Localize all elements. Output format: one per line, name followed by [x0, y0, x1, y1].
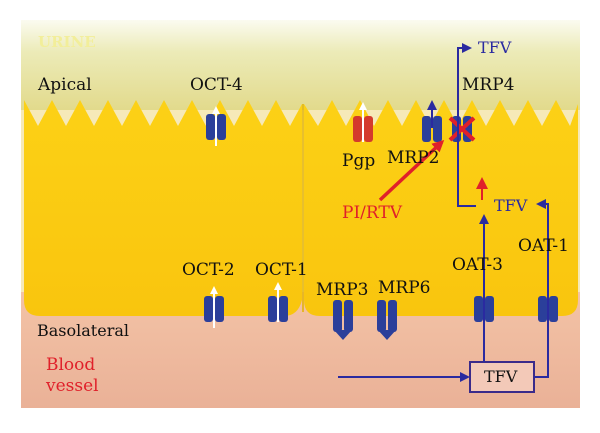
pi-rtv-inhibition-arrow	[378, 139, 445, 202]
oat1-label: OAT-1	[518, 236, 569, 256]
pgp-transporter	[353, 102, 373, 142]
mrp4-efflux-path	[457, 43, 476, 207]
oct1-transporter	[268, 282, 288, 322]
urine-lumen	[21, 20, 580, 110]
mrp2-transporter	[422, 100, 442, 142]
oct1-label: OCT-1	[255, 260, 308, 280]
blood-label: Blood	[46, 355, 96, 375]
oat3-label: OAT-3	[452, 255, 503, 275]
tfv-urine-label: TFV	[478, 38, 512, 57]
oat1-uptake-arrow	[534, 199, 549, 378]
vessel-label: vessel	[46, 376, 99, 396]
right-tubular-cell	[304, 100, 578, 316]
pi-rtv-label: PI/RTV	[342, 203, 402, 223]
oct2-label: OCT-2	[182, 260, 235, 280]
mrp3-label: MRP3	[316, 280, 369, 300]
mrp3-transporter	[333, 300, 353, 340]
left-tubular-cell	[24, 100, 302, 316]
oat1-transporter	[538, 296, 558, 322]
oct4-transporter	[206, 106, 226, 146]
oat3-transporter	[474, 296, 494, 322]
mrp6-transporter	[377, 300, 397, 340]
mrp6-label: MRP6	[378, 278, 431, 298]
oct2-transporter	[204, 286, 224, 328]
tfv-intracellular-label: TFV	[494, 196, 528, 215]
urine-label: URINE	[38, 33, 96, 51]
basolateral-label: Basolateral	[37, 321, 129, 340]
mrp4-label: MRP4	[462, 75, 515, 95]
mrp2-label: MRP2	[387, 148, 440, 168]
apical-label: Apical	[38, 75, 92, 95]
tfv-blood-label: TFV	[484, 367, 518, 386]
oct4-label: OCT-4	[190, 75, 243, 95]
pgp-label: Pgp	[342, 151, 376, 171]
